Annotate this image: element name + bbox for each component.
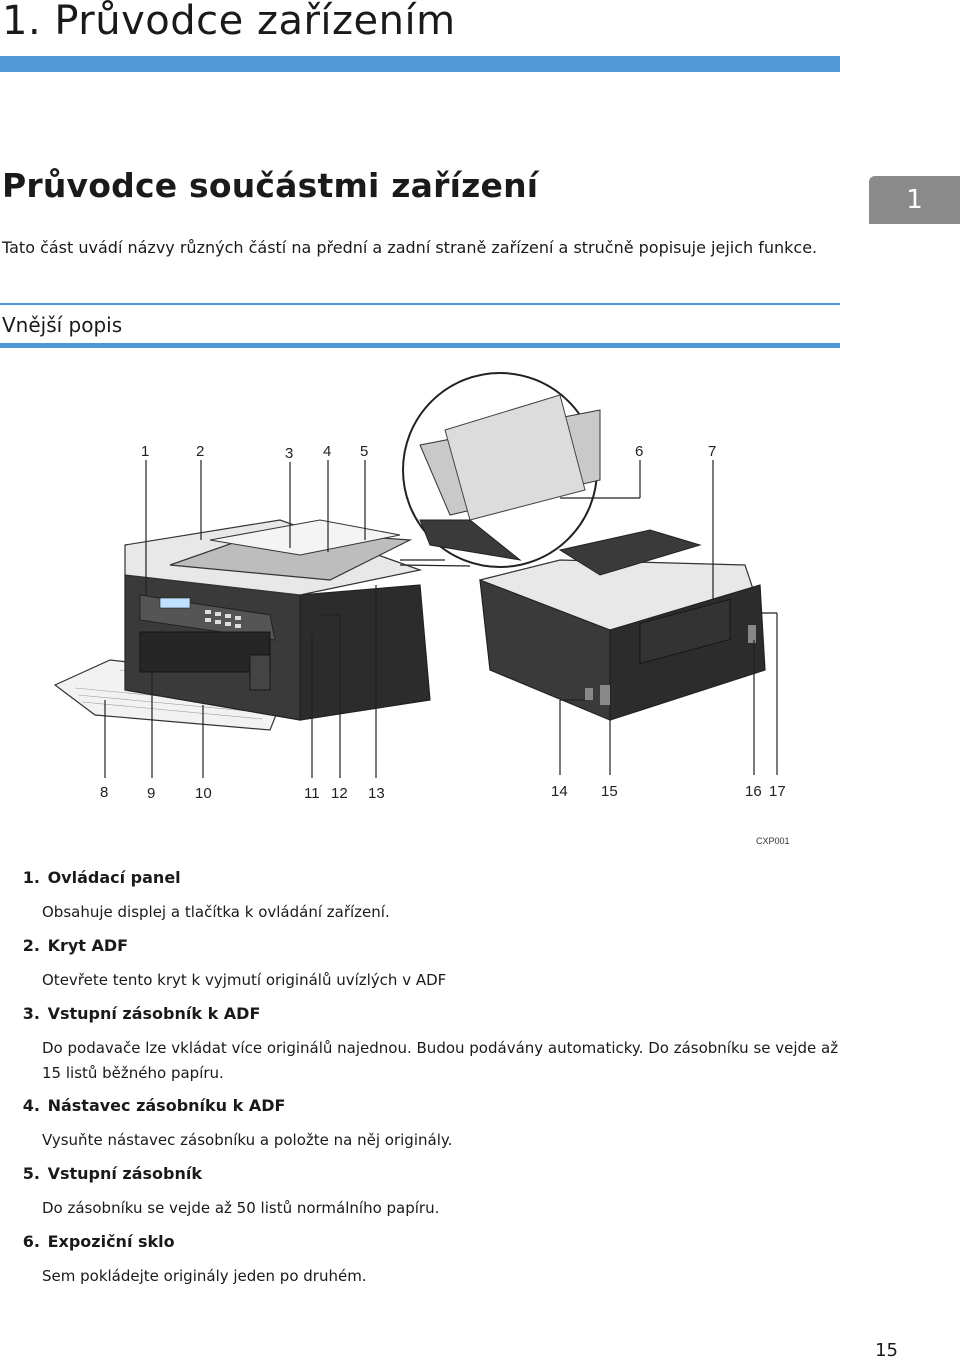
item-description: Vysuňte nástavec zásobníku a položte na … <box>42 1131 453 1149</box>
item-title: Nástavec zásobníku k ADF <box>47 1096 286 1115</box>
item-number: 4. <box>22 1096 40 1115</box>
callout-14: 14 <box>551 783 568 800</box>
page-number: 15 <box>875 1340 898 1361</box>
item-title: Expoziční sklo <box>47 1232 175 1251</box>
list-item: 6. Expoziční sklo Sem pokládejte originá… <box>0 1230 840 1290</box>
item-number: 1. <box>22 868 40 887</box>
zoom-detail <box>399 372 601 568</box>
device-illustration: 1 2 3 4 5 6 7 8 9 10 11 12 13 14 15 16 1… <box>53 372 790 846</box>
item-number: 3. <box>22 1004 40 1023</box>
chapter-rule <box>0 56 840 72</box>
item-description: Obsahuje displej a tlačítka k ovládání z… <box>42 903 390 921</box>
item-title: Kryt ADF <box>47 936 129 955</box>
chapter-title: 1. Průvodce zařízením <box>2 0 456 44</box>
list-item: 5. Vstupní zásobník Do zásobníku se vejd… <box>0 1162 840 1222</box>
item-description: Do podavače lze vkládat více originálů n… <box>42 1039 839 1082</box>
item-number: 2. <box>22 936 40 955</box>
callout-6: 6 <box>635 443 643 460</box>
callout-17: 17 <box>769 783 786 800</box>
section-title: Průvodce součástmi zařízení <box>2 166 539 205</box>
item-title: Ovládací panel <box>47 868 181 887</box>
chapter-thumb-tab: 1 <box>869 176 960 224</box>
callout-2: 2 <box>196 443 204 460</box>
list-item: 2. Kryt ADF Otevřete tento kryt k vyjmut… <box>0 934 840 994</box>
callout-16: 16 <box>745 783 762 800</box>
list-item: 1. Ovládací panel Obsahuje displej a tla… <box>0 866 840 926</box>
callout-leaders <box>104 460 778 778</box>
subsection-rule-top <box>0 303 840 305</box>
callout-8: 8 <box>100 784 108 801</box>
list-item: 3. Vstupní zásobník k ADF Do podavače lz… <box>0 1002 840 1086</box>
printer-front-view <box>53 519 431 731</box>
callout-4: 4 <box>323 443 331 460</box>
item-number: 6. <box>22 1232 40 1251</box>
callout-5: 5 <box>360 443 368 460</box>
item-description: Sem pokládejte originály jeden po druhém… <box>42 1267 367 1285</box>
item-description: Do zásobníku se vejde až 50 listů normál… <box>42 1199 440 1217</box>
item-title: Vstupní zásobník <box>47 1164 203 1183</box>
item-title: Vstupní zásobník k ADF <box>47 1004 261 1023</box>
subsection-rule <box>0 343 840 348</box>
callout-3: 3 <box>285 445 293 462</box>
callout-1: 1 <box>141 443 149 460</box>
section-intro: Tato část uvádí názvy různých částí na p… <box>2 238 818 257</box>
callout-13: 13 <box>368 785 385 802</box>
subsection-title: Vnější popis <box>2 313 123 337</box>
list-item: 4. Nástavec zásobníku k ADF Vysuňte nást… <box>0 1094 840 1154</box>
figure-code: CXP001 <box>756 836 790 846</box>
callout-10: 10 <box>195 785 212 802</box>
parts-list: 1. Ovládací panel Obsahuje displej a tla… <box>0 866 840 1298</box>
callout-12: 12 <box>331 785 348 802</box>
printer-rear-view <box>479 529 766 721</box>
callout-9: 9 <box>147 785 155 802</box>
item-number: 5. <box>22 1164 40 1183</box>
callout-11: 11 <box>304 785 320 802</box>
callout-7: 7 <box>708 443 716 460</box>
callout-15: 15 <box>601 783 618 800</box>
item-description: Otevřete tento kryt k vyjmutí originálů … <box>42 971 447 989</box>
